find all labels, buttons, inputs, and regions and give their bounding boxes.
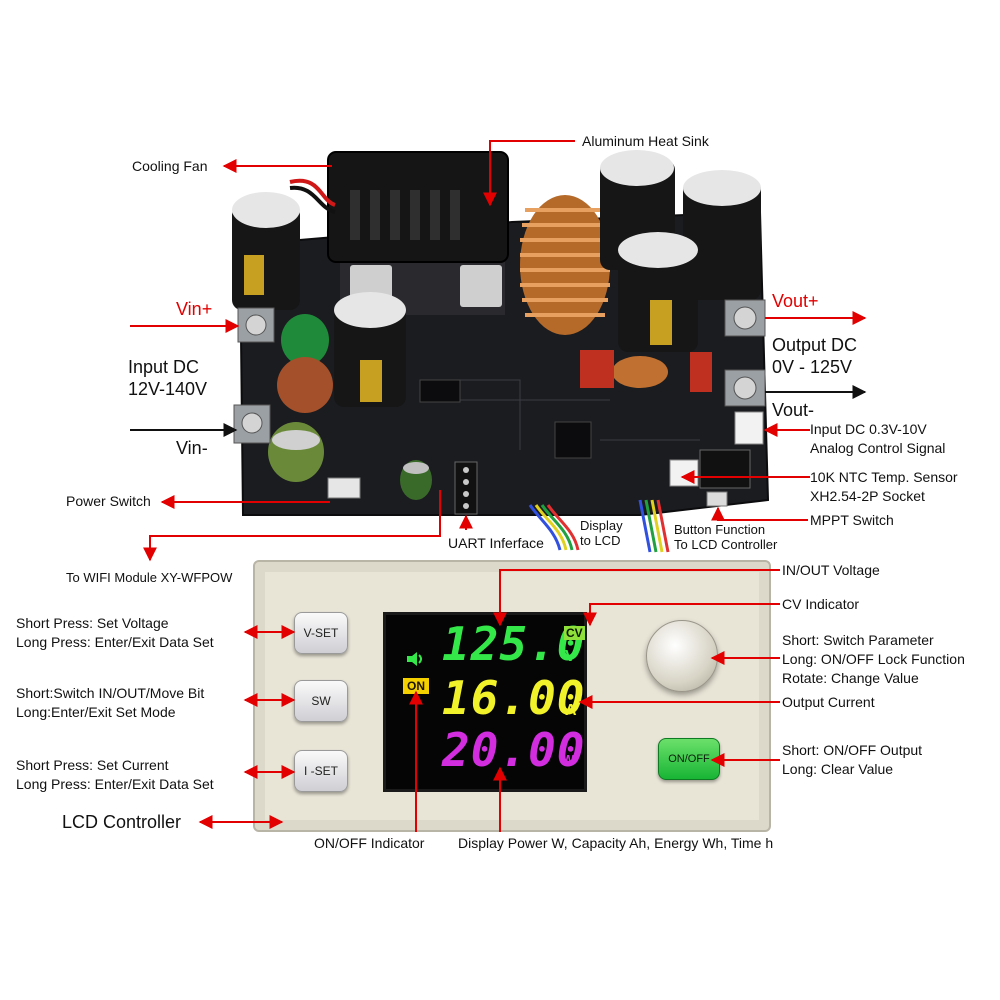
label-power-switch: Power Switch xyxy=(66,493,151,509)
arrow-cv-indicator xyxy=(583,603,780,627)
on-off-button[interactable]: ON/OFF xyxy=(658,738,720,780)
label-sw-line2: Long:Enter/Exit Set Mode xyxy=(16,704,176,720)
cv-indicator-badge: CV xyxy=(564,626,585,640)
ribbon-cable-buttons xyxy=(638,499,670,553)
arrow-in-out-voltage xyxy=(493,569,780,627)
current-readout: 16.00 xyxy=(442,671,586,725)
label-wifi-module: To WIFI Module XY-WFPOW xyxy=(66,570,233,585)
label-input-dc-line2: 12V-140V xyxy=(128,379,208,399)
mppt-switch xyxy=(706,491,728,507)
label-display-power: Display Power W, Capacity Ah, Energy Wh,… xyxy=(458,835,774,851)
label-output-dc-line1: Output DC xyxy=(772,335,858,355)
label-output-dc: Output DC 0V - 125V xyxy=(772,334,857,378)
label-iset: Short Press: Set Current Long Press: Ent… xyxy=(16,756,214,794)
label-vset: Short Press: Set Voltage Long Press: Ent… xyxy=(16,614,214,652)
label-button-function: Button Function To LCD Controller xyxy=(674,522,777,552)
label-onoff-output: Short: ON/OFF Output Long: Clear Value xyxy=(782,741,922,779)
label-knob-line3: Rotate: Change Value xyxy=(782,670,919,686)
label-vset-line1: Short Press: Set Voltage xyxy=(16,615,169,631)
label-input-dc: Input DC 12V-140V xyxy=(128,356,207,400)
current-unit: A xyxy=(565,702,577,719)
power-readout: 20.00 xyxy=(442,723,586,777)
capacitor-right-2 xyxy=(683,170,761,300)
sw-button[interactable]: SW xyxy=(294,680,348,722)
label-display-line1: Display xyxy=(580,518,623,533)
label-input-dc-line1: Input DC xyxy=(128,357,200,377)
analog-connector xyxy=(734,411,764,445)
rotary-knob[interactable] xyxy=(646,620,718,692)
label-output-current: Output Current xyxy=(782,694,875,710)
label-lcd-controller: LCD Controller xyxy=(62,812,182,832)
converter-board xyxy=(232,150,770,553)
controller-ic xyxy=(554,421,592,459)
capacitor-left xyxy=(232,192,300,310)
label-ntc-line1: 10K NTC Temp. Sensor xyxy=(810,469,958,485)
v-set-button[interactable]: V-SET xyxy=(294,612,348,654)
label-analog-line1: Input DC 0.3V-10V xyxy=(810,421,927,437)
capacitor-center xyxy=(334,292,406,407)
label-iset-line1: Short Press: Set Current xyxy=(16,757,169,773)
voltage-readout: 125.0 xyxy=(442,617,586,671)
label-analog-line2: Analog Control Signal xyxy=(810,440,946,456)
green-inductor xyxy=(277,314,333,413)
speaker-icon xyxy=(407,652,422,666)
label-button-function-line2: To LCD Controller xyxy=(674,537,778,552)
label-vin-minus: Vin- xyxy=(176,438,208,458)
label-vin-plus: Vin+ xyxy=(176,299,213,319)
label-mppt-switch: MPPT Switch xyxy=(810,512,894,528)
label-button-function-line1: Button Function xyxy=(674,522,766,537)
label-uart-interface: UART Inferface xyxy=(448,535,544,551)
label-onoff-line2: Long: Clear Value xyxy=(782,761,894,777)
label-knob-line2: Long: ON/OFF Lock Function xyxy=(782,651,965,667)
label-aluminum-heat-sink: Aluminum Heat Sink xyxy=(582,133,709,149)
uart-header xyxy=(454,461,478,515)
toroid-inductor xyxy=(520,195,610,335)
power-switch xyxy=(327,477,361,499)
label-display-to-lcd: Display to LCD xyxy=(580,518,623,548)
ribbon-cable-display xyxy=(528,504,580,551)
label-vout-minus: Vout- xyxy=(772,400,815,420)
label-output-dc-line2: 0V - 125V xyxy=(772,357,853,377)
on-indicator-badge: ON xyxy=(403,678,429,694)
arrow-mppt xyxy=(711,506,808,521)
label-ntc-line2: XH2.54-2P Socket xyxy=(810,488,925,504)
label-display-line2: to LCD xyxy=(580,533,621,548)
voltage-unit: V xyxy=(565,648,576,665)
i-set-button[interactable]: I -SET xyxy=(294,750,348,792)
label-onoff-indicator: ON/OFF Indicator xyxy=(314,835,425,851)
arrow-wifi xyxy=(143,490,441,562)
label-onoff-line1: Short: ON/OFF Output xyxy=(782,742,923,758)
label-analog-control: Input DC 0.3V-10V Analog Control Signal xyxy=(810,420,945,458)
label-iset-line2: Long Press: Enter/Exit Data Set xyxy=(16,776,214,792)
label-in-out-voltage: IN/OUT Voltage xyxy=(782,562,880,578)
arrow-heat-sink xyxy=(483,140,575,207)
label-sw: Short:Switch IN/OUT/Move Bit Long:Enter/… xyxy=(16,684,204,722)
capacitor-right-3 xyxy=(618,232,698,352)
label-knob: Short: Switch Parameter Long: ON/OFF Loc… xyxy=(782,631,965,688)
label-vset-line2: Long Press: Enter/Exit Data Set xyxy=(16,634,214,650)
label-cooling-fan: Cooling Fan xyxy=(132,158,208,174)
label-vout-plus: Vout+ xyxy=(772,291,819,311)
label-knob-line1: Short: Switch Parameter xyxy=(782,632,934,648)
power-unit: W xyxy=(562,752,575,767)
label-cv-indicator: CV Indicator xyxy=(782,596,860,612)
label-sw-line1: Short:Switch IN/OUT/Move Bit xyxy=(16,685,205,701)
label-ntc-sensor: 10K NTC Temp. Sensor XH2.54-2P Socket xyxy=(810,468,958,506)
